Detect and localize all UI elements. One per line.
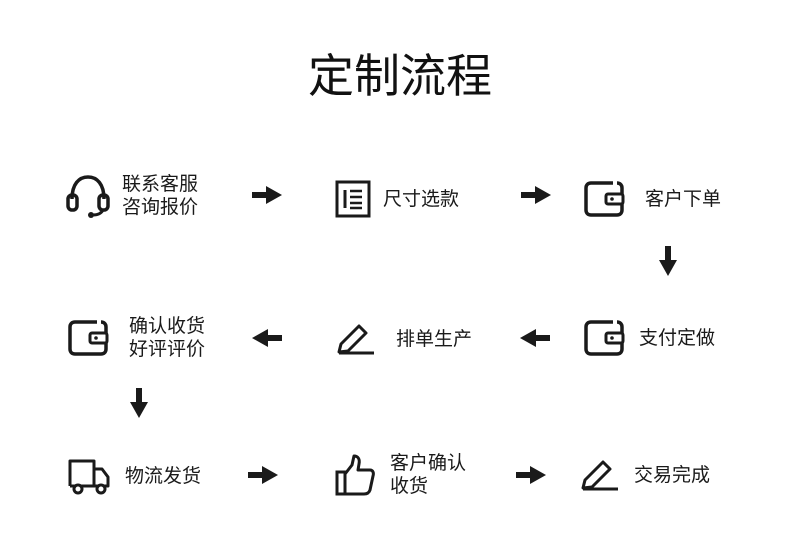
step-label: 联系客服 咨询报价 — [122, 173, 199, 218]
wallet-icon — [584, 320, 625, 356]
step-label: 交易完成 — [634, 463, 711, 486]
step-production: 排单生产 — [336, 322, 472, 356]
step-shipping: 物流发货 — [67, 456, 201, 496]
step-label: 确认收货 好评评价 — [129, 315, 206, 360]
step-contact-service: 联系客服 咨询报价 — [66, 173, 198, 219]
thumbs-up-icon — [335, 454, 375, 496]
step-confirm-receipt-review: 确认收货 好评评价 — [67, 315, 205, 361]
step-customer-confirm-receipt: 客户确认 收货 — [334, 452, 466, 498]
step-label: 尺寸选款 — [383, 187, 460, 210]
wallet-icon — [68, 320, 109, 356]
step-label: 支付定做 — [639, 326, 716, 349]
pencil-icon — [337, 324, 374, 355]
arrow-right-icon — [252, 186, 282, 204]
arrow-right-icon — [516, 466, 546, 484]
arrow-left-icon — [252, 329, 282, 347]
step-customer-order: 客户下单 — [583, 180, 721, 218]
step-label: 排单生产 — [396, 327, 473, 350]
arrow-right-icon — [521, 186, 551, 204]
arrow-right-icon — [248, 466, 278, 484]
step-size-selection: 尺寸选款 — [335, 180, 459, 218]
document-icon — [335, 180, 371, 218]
pencil-icon — [581, 460, 618, 491]
truck-icon — [68, 459, 110, 495]
step-pay-customize: 支付定做 — [583, 319, 715, 357]
arrow-down-icon — [659, 246, 677, 276]
step-label: 物流发货 — [125, 464, 202, 487]
page-title: 定制流程 — [308, 49, 492, 103]
arrow-down-icon — [130, 388, 148, 418]
step-transaction-complete: 交易完成 — [580, 458, 710, 492]
step-label: 客户下单 — [645, 187, 722, 210]
wallet-icon — [584, 181, 625, 217]
step-label: 客户确认 收货 — [390, 452, 467, 497]
arrow-left-icon — [520, 329, 550, 347]
headset-icon — [66, 175, 110, 218]
